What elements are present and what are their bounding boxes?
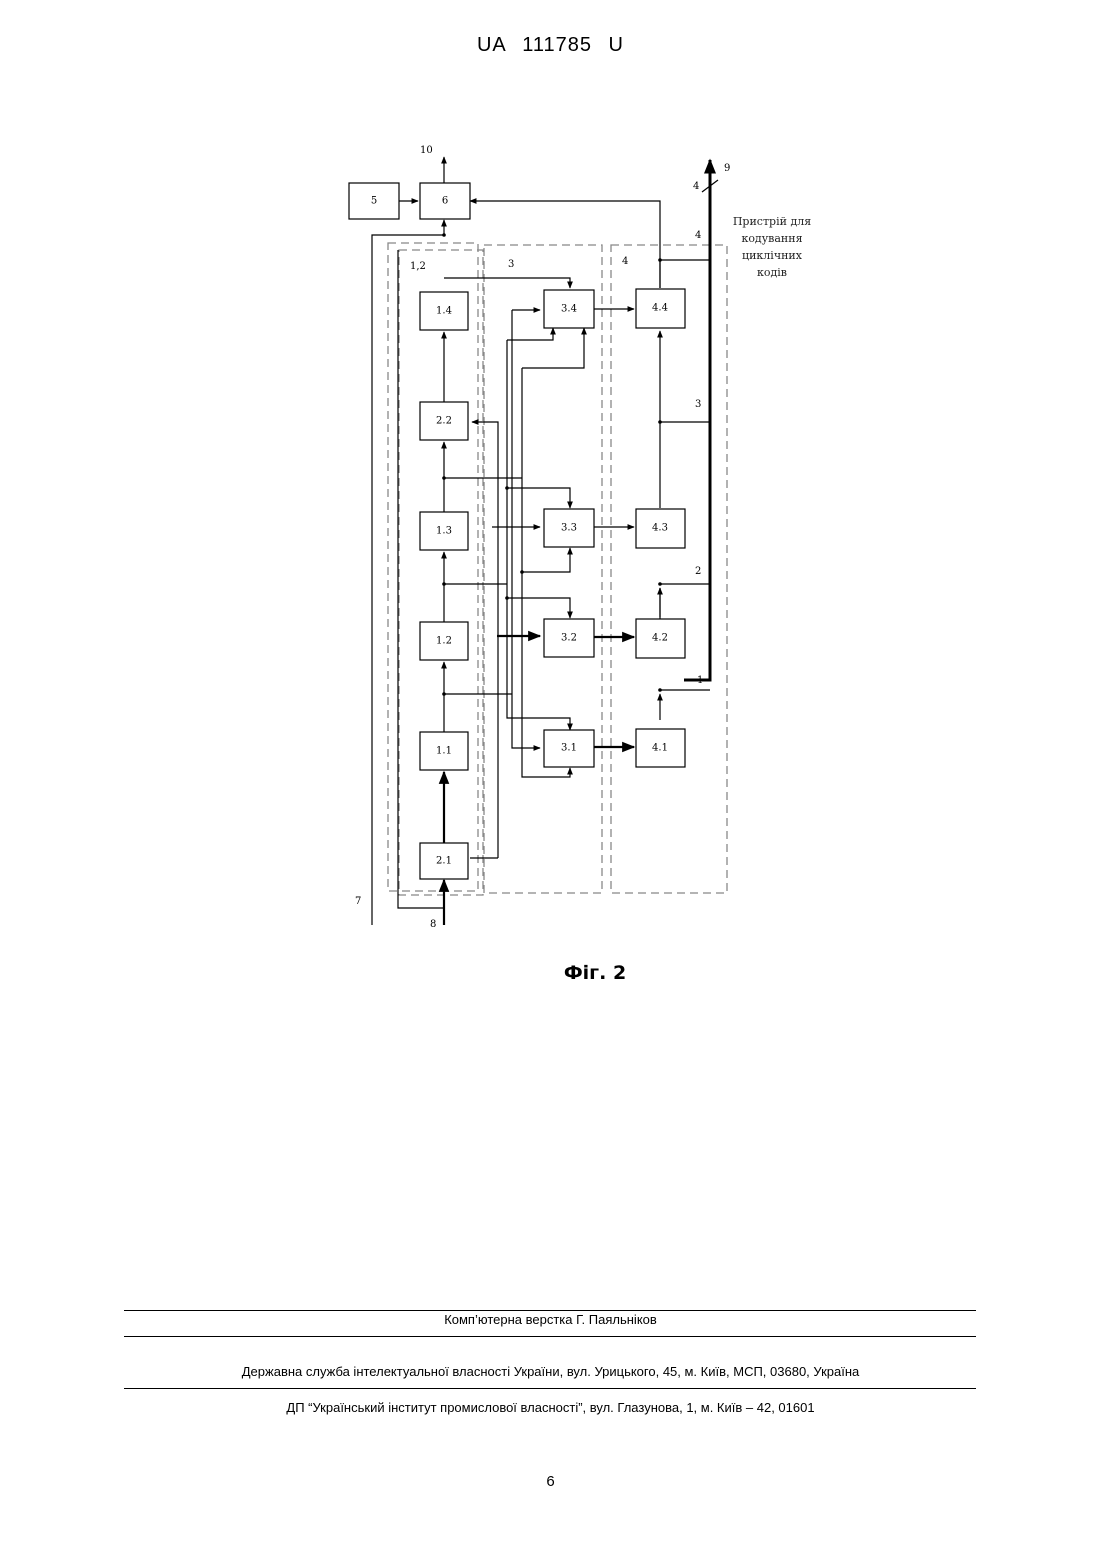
svg-text:3.4: 3.4 (561, 304, 577, 315)
svg-text:3.1: 3.1 (561, 743, 577, 754)
footer-rule-top (124, 1310, 976, 1311)
svg-text:1.4: 1.4 (436, 306, 452, 317)
terminal-7: 7 (355, 896, 361, 907)
block-3-2: 3.2 (544, 619, 594, 657)
svg-text:2.2: 2.2 (436, 416, 452, 427)
block-5: 5 (349, 183, 399, 219)
svg-text:1.1: 1.1 (436, 746, 452, 757)
group-1-2-outline (388, 243, 478, 891)
page-number: 6 (0, 1473, 1101, 1490)
svg-text:5: 5 (371, 196, 377, 207)
device-caption-line-4: кодів (757, 266, 787, 279)
footer-rule-bottom (124, 1388, 976, 1389)
svg-text:4.2: 4.2 (652, 633, 668, 644)
layout-credit: Комп’ютерна верстка Г. Паяльніков (0, 1312, 1101, 1327)
block-2-2: 2.2 (420, 402, 468, 440)
device-caption-line-1: Пристрій для (733, 215, 811, 228)
device-caption-line-2: кодування (741, 232, 802, 245)
terminal-9: 9 (724, 163, 730, 174)
block-2-1: 2.1 (420, 843, 468, 879)
bus-label-4-top: 4 (693, 181, 699, 192)
bus-label-3: 3 (695, 399, 701, 410)
institute-address: ДП “Український інститут промислової вла… (0, 1400, 1101, 1415)
block-3-1: 3.1 (544, 730, 594, 767)
block-3-3: 3.3 (544, 509, 594, 547)
footer-rule-middle (124, 1336, 976, 1337)
figure-caption: Фіг. 2 (0, 962, 1101, 984)
svg-text:3.3: 3.3 (561, 523, 577, 534)
block-1-4: 1.4 (420, 292, 468, 330)
group-label-4: 4 (622, 256, 628, 267)
device-caption-line-3: циклічних (742, 249, 803, 262)
svg-text:1.2: 1.2 (436, 636, 452, 647)
block-3-4: 3.4 (544, 290, 594, 328)
block-4-2: 4.2 (636, 619, 685, 658)
block-1-2: 1.2 (420, 622, 468, 660)
block-6: 6 (420, 183, 470, 219)
svg-text:4.3: 4.3 (652, 523, 668, 534)
group-label-1-2: 1,2 (410, 261, 426, 272)
svg-text:6: 6 (442, 196, 448, 207)
terminal-10: 10 (420, 145, 433, 156)
agency-address: Державна служба інтелектуальної власност… (0, 1364, 1101, 1379)
block-4-4: 4.4 (636, 289, 685, 328)
terminal-8: 8 (430, 919, 436, 930)
group-label-3: 3 (508, 259, 514, 270)
svg-text:4.1: 4.1 (652, 743, 668, 754)
svg-text:4.4: 4.4 (652, 303, 668, 314)
svg-text:2.1: 2.1 (436, 856, 452, 867)
svg-text:1.3: 1.3 (436, 526, 452, 537)
bus-label-1: 1 (697, 675, 703, 686)
block-1-3: 1.3 (420, 512, 468, 550)
block-1-1: 1.1 (420, 732, 468, 770)
bus-label-2: 2 (695, 566, 701, 577)
group-1-2-inner-outline (399, 250, 483, 895)
bus-label-4: 4 (695, 230, 701, 241)
block-4-3: 4.3 (636, 509, 685, 548)
svg-text:3.2: 3.2 (561, 633, 577, 644)
block-4-1: 4.1 (636, 729, 685, 767)
